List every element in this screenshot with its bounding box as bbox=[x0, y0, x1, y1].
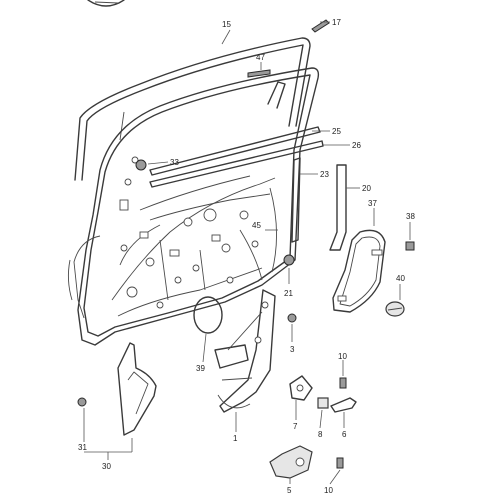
lever-6 bbox=[330, 397, 357, 413]
guide-rail-20 bbox=[329, 164, 347, 251]
cover-panel-37 bbox=[332, 229, 386, 313]
callout-47: 47 bbox=[256, 53, 265, 62]
door-handle-30 bbox=[117, 342, 157, 436]
callout-5: 5 bbox=[287, 486, 292, 495]
callout-8: 8 bbox=[318, 430, 323, 439]
window-motor-5 bbox=[269, 445, 313, 479]
callout-17: 17 bbox=[332, 18, 341, 27]
callout-10-upper: 10 bbox=[338, 352, 347, 361]
callout-labels: 15 17 47 25 26 33 23 20 37 38 45 21 40 3… bbox=[78, 18, 415, 495]
corner-logo bbox=[87, 0, 125, 7]
callout-15: 15 bbox=[222, 20, 231, 29]
clip-part bbox=[311, 19, 330, 33]
callout-21: 21 bbox=[284, 289, 293, 298]
membrane-39 bbox=[193, 296, 223, 334]
callout-33: 33 bbox=[170, 158, 179, 167]
door-body bbox=[67, 67, 320, 346]
leader-lines bbox=[83, 21, 411, 485]
callout-37: 37 bbox=[368, 199, 377, 208]
screw-33 bbox=[135, 159, 147, 171]
callout-6: 6 bbox=[342, 430, 347, 439]
seal-strip-47 bbox=[247, 69, 271, 78]
nut-3 bbox=[287, 313, 297, 323]
callout-40: 40 bbox=[396, 274, 405, 283]
bush-8 bbox=[317, 397, 329, 409]
nut-21 bbox=[283, 254, 295, 266]
callout-1: 1 bbox=[233, 434, 238, 443]
callout-39: 39 bbox=[196, 364, 205, 373]
belt-molding bbox=[149, 126, 324, 188]
guide-rail-23 bbox=[291, 157, 301, 243]
speaker-cap-40 bbox=[385, 301, 405, 317]
screw-10-lower bbox=[336, 457, 344, 469]
callout-25: 25 bbox=[332, 127, 341, 136]
window-regulator-1 bbox=[214, 289, 276, 413]
callout-7: 7 bbox=[293, 422, 298, 431]
lever-bracket-7 bbox=[289, 375, 313, 401]
screw-10-upper bbox=[339, 377, 347, 389]
window-frame-seal bbox=[74, 37, 311, 181]
callout-38: 38 bbox=[406, 212, 415, 221]
callout-31: 31 bbox=[78, 443, 87, 452]
callout-23: 23 bbox=[320, 170, 329, 179]
callout-3: 3 bbox=[290, 345, 295, 354]
cap-38 bbox=[405, 241, 415, 251]
callout-20: 20 bbox=[362, 184, 371, 193]
callout-30: 30 bbox=[102, 462, 111, 471]
callout-45: 45 bbox=[252, 221, 261, 230]
callout-26: 26 bbox=[352, 141, 361, 150]
screw-31 bbox=[77, 397, 87, 407]
callout-10-lower: 10 bbox=[324, 486, 333, 495]
